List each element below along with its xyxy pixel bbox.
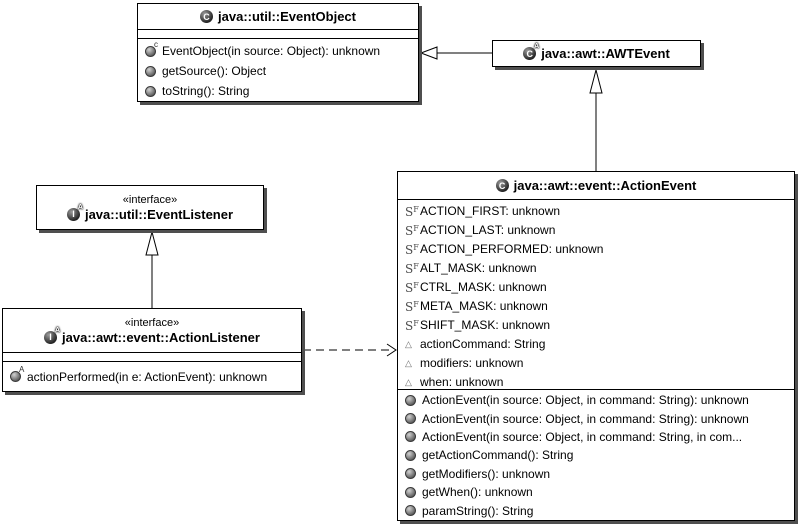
attribute-label: modifiers: unknown (420, 355, 524, 370)
static-final-field-icon: SF (405, 242, 419, 257)
stereotype-label: «interface» (122, 193, 178, 206)
attribute-label: CTRL_MASK: unknown (420, 279, 547, 294)
method-label: getSource(): Object (162, 64, 267, 78)
methods-compartment: ActionEvent(in source: Object, in comman… (398, 389, 794, 520)
class-name: java::util::EventObject (218, 9, 356, 24)
attribute-row: SF SHIFT_MASK: unknown (398, 315, 794, 334)
methods-compartment: A actionPerformed(in e: ActionEvent): un… (3, 361, 301, 391)
method-label: EventObject(in source: Object): unknown (162, 44, 381, 58)
static-final-field-icon: SF (405, 223, 419, 238)
stereotype-label: «interface» (124, 316, 180, 329)
method-row: paramString(): String (398, 501, 794, 519)
static-final-field-icon: SF (405, 261, 419, 276)
attribute-row: SF ACTION_FIRST: unknown (398, 201, 794, 220)
attribute-label: actionCommand: String (420, 336, 546, 351)
generalization-actionlistener-to-eventlistener (145, 230, 159, 308)
method-row: toString(): String (138, 81, 418, 101)
method-label: getActionCommand(): String (422, 448, 574, 463)
attributes-compartment-empty (138, 29, 418, 38)
method-row: A actionPerformed(in e: ActionEvent): un… (3, 362, 301, 391)
attribute-row: SF ACTION_LAST: unknown (398, 220, 794, 239)
attribute-label: ACTION_FIRST: unknown (420, 203, 561, 218)
method-row: getSource(): Object (138, 61, 418, 81)
attributes-compartment: SF ACTION_FIRST: unknown SF ACTION_LAST:… (398, 199, 794, 389)
method-row: c EventObject(in source: Object): unknow… (138, 40, 418, 61)
static-final-field-icon: SF (405, 280, 419, 295)
method-label: getWhen(): unknown (422, 485, 533, 500)
method-row: ActionEvent(in source: Object, in comman… (398, 391, 794, 409)
generalization-awtevent-to-eventobject (419, 46, 492, 60)
attribute-label: when: unknown (420, 374, 504, 389)
static-final-field-icon: SF (405, 299, 419, 314)
attribute-label: SHIFT_MASK: unknown (420, 317, 551, 332)
attribute-label: META_MASK: unknown (420, 298, 548, 313)
method-label: ActionEvent(in source: Object, in comman… (422, 429, 743, 444)
interface-name: java::awt::event::ActionListener (62, 329, 260, 345)
package-field-icon: △ (405, 376, 412, 387)
interface-name: java::util::EventListener (84, 206, 234, 222)
class-name: java::awt::event::ActionEvent (513, 178, 697, 193)
attribute-row: SF META_MASK: unknown (398, 296, 794, 315)
attribute-label: ALT_MASK: unknown (420, 260, 537, 275)
class-box-actionevent[interactable]: C java::awt::event::ActionEvent SF ACTIO… (397, 171, 795, 521)
method-row: ActionEvent(in source: Object, in comman… (398, 409, 794, 427)
public-method-icon (145, 85, 156, 97)
attribute-label: ACTION_LAST: unknown (420, 222, 556, 237)
attribute-label: ACTION_PERFORMED: unknown (420, 241, 604, 256)
constructor-method-icon: c (145, 40, 158, 57)
class-box-eventobject[interactable]: C java::util::EventObject c EventObject(… (137, 3, 419, 102)
method-label: ActionEvent(in source: Object, in comman… (422, 393, 749, 408)
public-method-icon (145, 65, 156, 77)
class-name: java::awt::AWTEvent (541, 46, 670, 61)
public-method-icon (405, 449, 416, 461)
attribute-row: SF ALT_MASK: unknown (398, 258, 794, 277)
attribute-row: △ when: unknown (398, 372, 794, 391)
method-label: actionPerformed(in e: ActionEvent): unkn… (27, 369, 268, 384)
class-icon: C (200, 10, 214, 23)
method-label: getModifiers(): unknown (422, 466, 551, 481)
method-label: toString(): String (162, 84, 250, 98)
static-final-field-icon: SF (405, 318, 419, 333)
package-field-icon: △ (405, 338, 412, 349)
class-title-eventobject: C java::util::EventObject (138, 4, 418, 29)
abstract-method-icon: A (10, 365, 24, 382)
attribute-row: SF ACTION_PERFORMED: unknown (398, 239, 794, 258)
public-method-icon (405, 486, 416, 498)
attribute-row: △ modifiers: unknown (398, 353, 794, 372)
dependency-actionlistener-to-actionevent (303, 343, 397, 357)
generalization-actionevent-to-awtevent (589, 68, 603, 171)
method-label: paramString(): String (422, 503, 534, 518)
public-method-icon (405, 431, 416, 443)
public-method-icon (405, 413, 416, 425)
method-row: ActionEvent(in source: Object, in comman… (398, 428, 794, 446)
public-method-icon (405, 394, 416, 406)
package-field-icon: △ (405, 357, 412, 368)
method-row: getModifiers(): unknown (398, 465, 794, 483)
attributes-compartment-empty (3, 352, 301, 361)
method-row: getWhen(): unknown (398, 483, 794, 501)
public-method-icon (405, 505, 416, 517)
method-label: ActionEvent(in source: Object, in comman… (422, 411, 749, 426)
public-method-icon (405, 468, 416, 480)
attribute-row: △ actionCommand: String (398, 334, 794, 353)
class-title-actionevent: C java::awt::event::ActionEvent (398, 172, 794, 199)
methods-compartment: c EventObject(in source: Object): unknow… (138, 38, 418, 101)
static-final-field-icon: SF (405, 204, 419, 219)
class-icon: C (495, 179, 509, 192)
method-row: getActionCommand(): String (398, 446, 794, 464)
attribute-row: SF CTRL_MASK: unknown (398, 277, 794, 296)
